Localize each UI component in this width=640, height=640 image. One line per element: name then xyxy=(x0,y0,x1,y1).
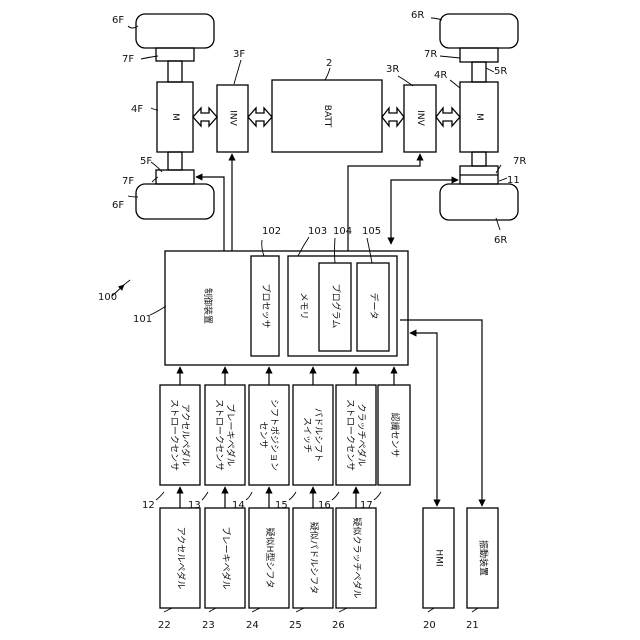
ref-11: 11 xyxy=(507,175,520,186)
ref-4R: 4R xyxy=(434,70,447,81)
ref-6F-top: 6F xyxy=(112,15,124,26)
ref-7F-top: 7F xyxy=(122,54,134,65)
front-hub-top xyxy=(156,48,194,61)
ref-5F: 5F xyxy=(140,156,152,167)
line-ctrl-hmi xyxy=(410,333,437,506)
front-axle-bottom xyxy=(168,152,182,170)
label-line: ブレーキペダル xyxy=(225,403,237,466)
line-ctrl-vibration xyxy=(400,320,482,506)
ref-26: 26 xyxy=(332,620,345,631)
power-arrow-inv-batt-front xyxy=(248,108,272,126)
ref-20: 20 xyxy=(423,620,436,631)
rear-axle-bottom xyxy=(472,152,486,166)
line-ctrl-rear-sensor xyxy=(391,180,458,244)
front-wheel-bottom xyxy=(136,184,214,219)
ref-100-arrow xyxy=(112,285,124,296)
ref-6R-top: 6R xyxy=(411,10,424,21)
rear-wheel-top xyxy=(440,14,518,48)
ref-24: 24 xyxy=(246,620,259,631)
batt-label: BATT xyxy=(322,105,332,128)
sensor-17-label: 認識センサ xyxy=(389,412,401,457)
label-line: センサ xyxy=(258,421,269,448)
ref-3R: 3R xyxy=(386,64,399,75)
label-line: アクセルペダル xyxy=(180,404,192,467)
label-line: スイッチ xyxy=(302,417,313,453)
ref-12: 12 xyxy=(142,500,155,511)
ref-3F: 3F xyxy=(233,49,245,60)
ref-103: 103 xyxy=(308,226,327,237)
sensor-13-label: ブレーキペダルストロークセンサ xyxy=(214,399,237,471)
sensor-16-label: クラッチペダルストロークセンサ xyxy=(345,399,368,471)
ref-6R-bot: 6R xyxy=(494,235,507,246)
motor-rear-label: M xyxy=(474,113,484,121)
sensor-12-label: アクセルペダルストロークセンサ xyxy=(169,399,192,471)
ref-17: 17 xyxy=(360,500,373,511)
ref-14: 14 xyxy=(232,500,245,511)
motor-front-label: M xyxy=(170,113,180,121)
ref-23: 23 xyxy=(202,620,215,631)
label-line: ストロークセンサ xyxy=(345,399,356,471)
ref-7R-top: 7R xyxy=(424,49,437,60)
ref-13: 13 xyxy=(188,500,201,511)
ref-105: 105 xyxy=(362,226,381,237)
input-25-label: 疑似パドルシフタ xyxy=(308,522,319,594)
ref-15: 15 xyxy=(275,500,288,511)
rear-wheel-bottom xyxy=(440,184,518,220)
ref-22: 22 xyxy=(158,620,171,631)
inv-front-label: INV xyxy=(228,110,238,126)
label-line: シフトポジション xyxy=(269,399,280,471)
label-line: ストロークセンサ xyxy=(169,399,180,471)
input-22-label: アクセルペダル xyxy=(175,527,187,590)
rear-hub-top xyxy=(460,48,498,62)
sensor-15-label: パドルシフトスイッチ xyxy=(302,408,324,462)
ref-2: 2 xyxy=(326,58,332,69)
memory-label: メモリ xyxy=(298,292,308,319)
front-axle-top xyxy=(168,61,182,82)
power-arrow-inv-motor-rear xyxy=(436,108,460,126)
program-label: プログラム xyxy=(330,284,342,329)
ref-25: 25 xyxy=(289,620,302,631)
label-line: クラッチペダル xyxy=(356,403,368,466)
sensor-14-label: シフトポジションセンサ xyxy=(258,399,280,471)
ref-4F: 4F xyxy=(131,104,143,115)
input-23-label: ブレーキペダル xyxy=(220,526,232,589)
label-line: パドルシフト xyxy=(313,408,324,462)
rear-axle-top xyxy=(472,62,486,82)
ref-7R-bot: 7R xyxy=(513,156,526,167)
vibration-label: 振動装置 xyxy=(478,540,490,576)
ref-104: 104 xyxy=(333,226,352,237)
ref-5R: 5R xyxy=(494,66,507,77)
ref-16: 16 xyxy=(318,500,331,511)
power-arrow-motor-inv-front xyxy=(193,108,217,126)
controller-label: 制御装置 xyxy=(202,288,214,324)
power-arrow-batt-inv-rear xyxy=(382,108,404,126)
input-26-label: 疑似クラッチペダル xyxy=(351,517,363,598)
ref-7F-bot: 7F xyxy=(122,176,134,187)
data-label: データ xyxy=(368,292,380,319)
front-wheel-top xyxy=(136,14,214,48)
inv-rear-label: INV xyxy=(415,110,425,126)
label-line: ストロークセンサ xyxy=(214,399,225,471)
ref-21: 21 xyxy=(466,620,479,631)
line-ctrl-to-inv-rear xyxy=(348,154,420,251)
ref-6F-bot: 6F xyxy=(112,200,124,211)
hmi-label: HMI xyxy=(434,549,444,566)
ref-101: 101 xyxy=(133,314,152,325)
line-ctrl-to-front-hub xyxy=(196,177,224,251)
ref-102: 102 xyxy=(262,226,281,237)
input-24-label: 疑似H型シフタ xyxy=(264,528,275,589)
processor-label: プロセッサ xyxy=(260,283,271,328)
